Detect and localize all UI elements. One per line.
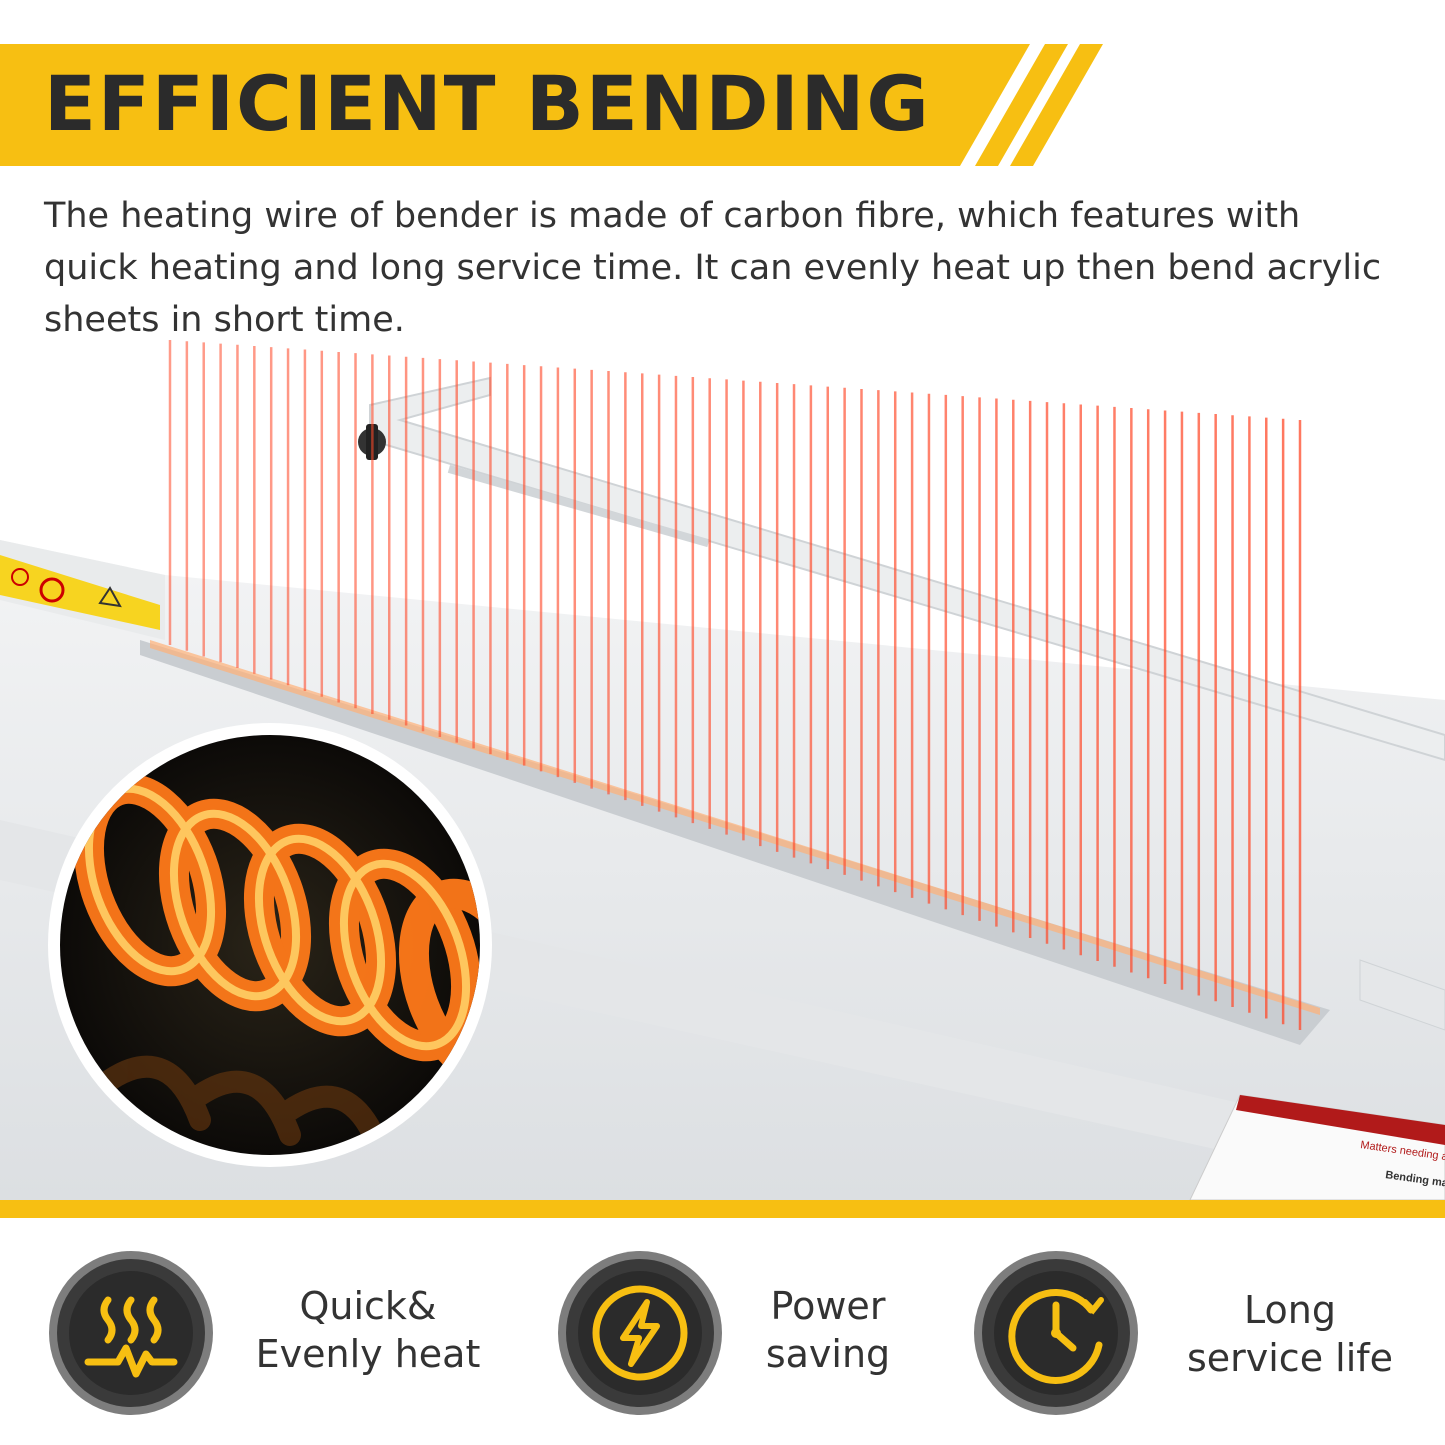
clock-icon	[974, 1251, 1138, 1415]
feature-power-line2: saving	[765, 1332, 891, 1376]
feature-heat-label: Quick& Evenly heat	[238, 1282, 498, 1378]
feature-life-line2: service life	[1186, 1336, 1394, 1380]
warning-label: Matters needing a Bending ma	[1189, 1094, 1445, 1200]
heat-wave-icon	[49, 1251, 213, 1415]
feature-power-label: Power saving	[738, 1282, 918, 1378]
banner-shape	[0, 44, 1103, 166]
feature-heat-line2: Evenly heat	[255, 1332, 481, 1376]
heat-rays	[168, 340, 1302, 1030]
lightning-icon	[558, 1251, 722, 1415]
coil-inset	[48, 723, 492, 1167]
feature-life-label: Long service life	[1170, 1286, 1410, 1382]
page-title: EFFICIENT BENDING	[44, 59, 931, 148]
feature-power-line1: Power	[770, 1284, 886, 1328]
bottom-accent-bar	[0, 1200, 1445, 1218]
product-illustration: Matters needing a Bending ma	[0, 340, 1445, 1200]
feature-heat-line1: Quick&	[299, 1284, 437, 1328]
title-banner	[0, 44, 1110, 166]
description-text: The heating wire of bender is made of ca…	[44, 196, 1382, 340]
feature-life-line1: Long	[1244, 1288, 1336, 1332]
warning-sticker	[0, 555, 160, 630]
